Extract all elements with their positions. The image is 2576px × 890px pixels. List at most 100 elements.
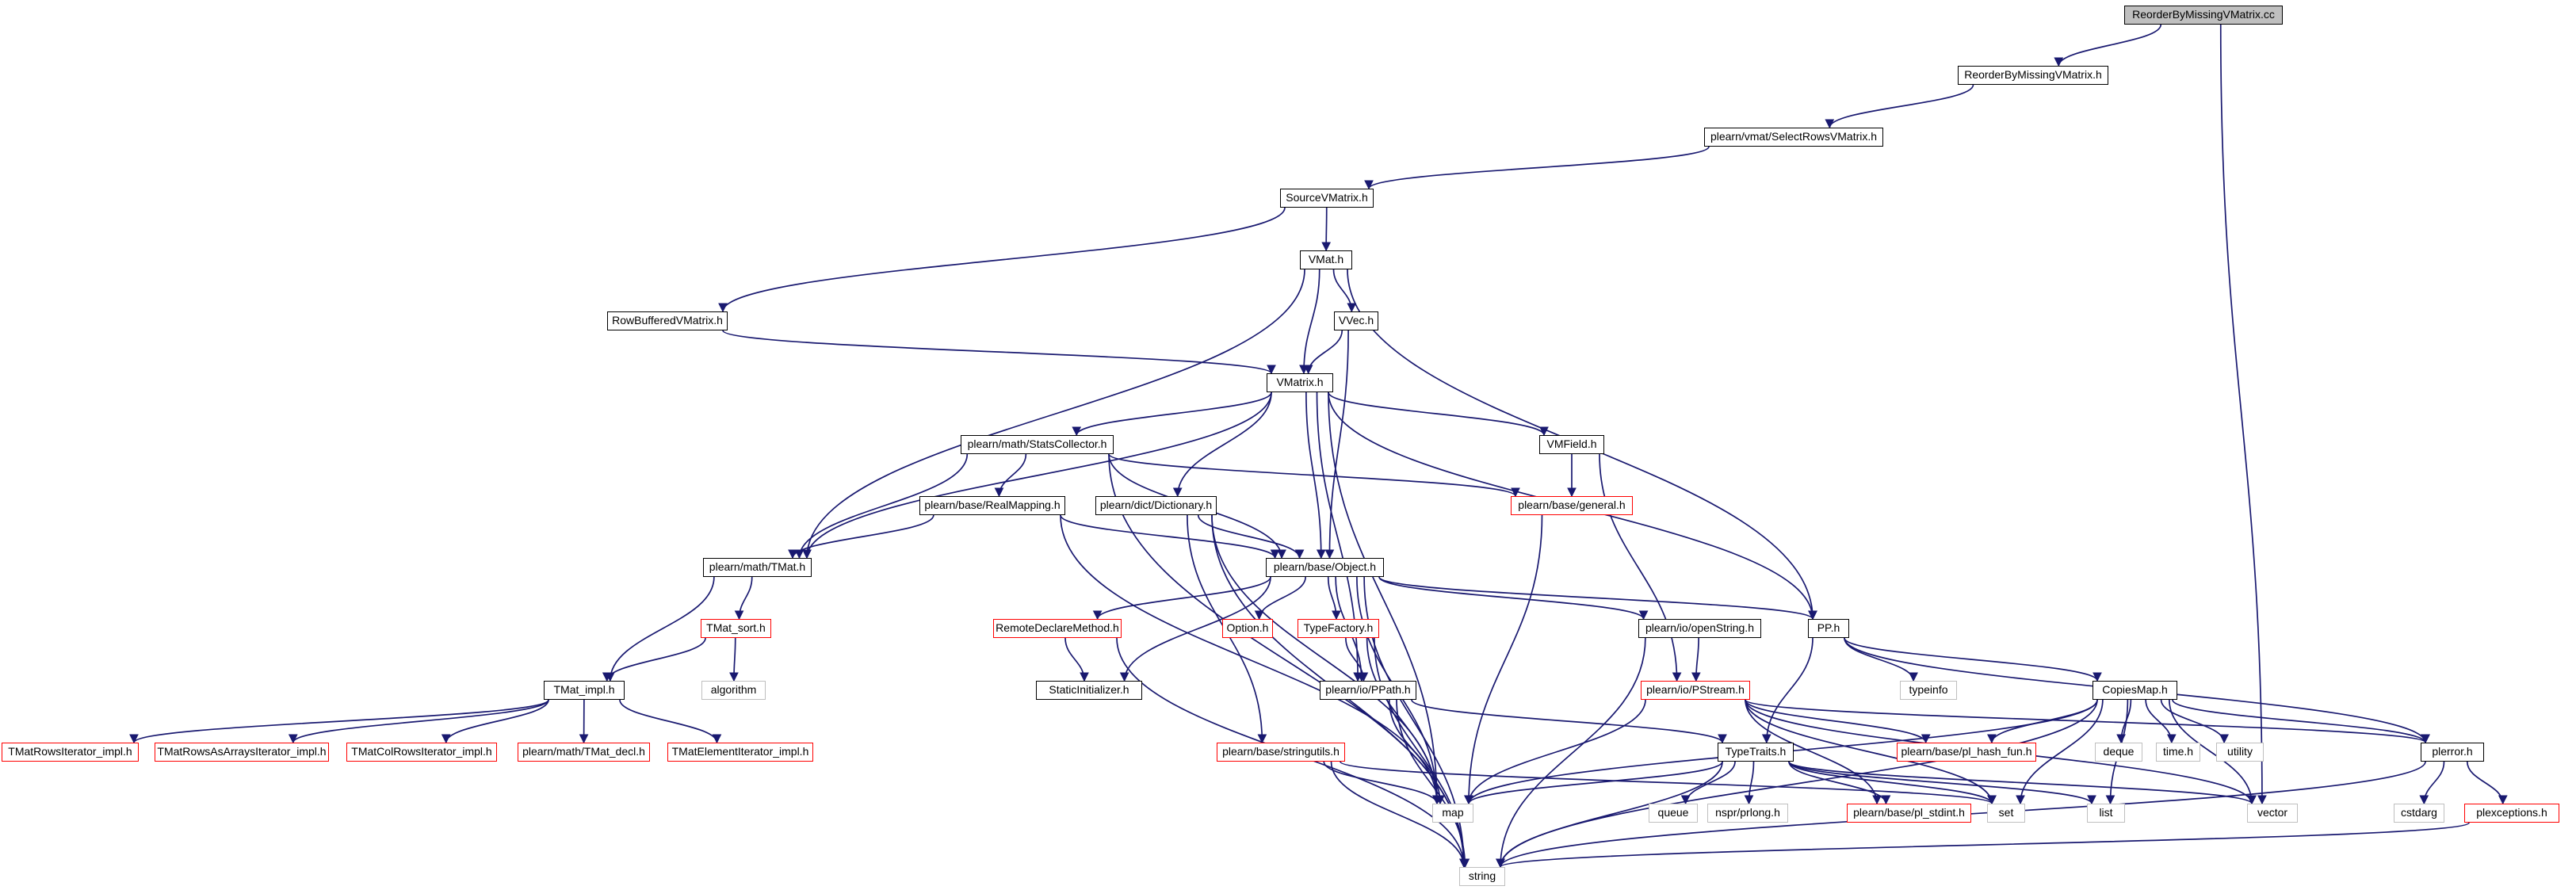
node-remotedeclare[interactable]: RemoteDeclareMethod.h xyxy=(993,619,1122,638)
edge-rowbuffered-to-vmatrix xyxy=(722,330,1276,375)
edge-tmat_impl-to-coliter xyxy=(441,699,549,744)
edge-reorder_h-to-selectrows xyxy=(1825,84,1974,129)
node-pl-stdint[interactable]: plearn/base/pl_stdint.h xyxy=(1847,804,1971,823)
node-algorithm: algorithm xyxy=(701,681,766,700)
edge-vmatrix-to-tmat xyxy=(802,392,1272,560)
edge-ppath-to-map xyxy=(1388,699,1445,805)
edge-ppath-to-string xyxy=(1396,699,1470,869)
edge-realmapping-to-object xyxy=(1060,514,1280,560)
node-plexceptions[interactable]: plexceptions.h xyxy=(2464,804,2559,823)
edge-stringutils-to-string xyxy=(1330,761,1469,869)
edge-vvec-to-object xyxy=(1324,330,1349,560)
node-openstring[interactable]: plearn/io/openString.h xyxy=(1638,619,1761,638)
node-rowsiter[interactable]: TMatRowsIterator_impl.h xyxy=(2,743,139,762)
node-vvec[interactable]: VVec.h xyxy=(1334,311,1378,330)
node-general[interactable]: plearn/base/general.h xyxy=(1511,496,1633,515)
edge-pstream-to-pl_hash_fun xyxy=(1745,699,1931,744)
edge-ppath-to-typetraits xyxy=(1411,699,1727,744)
edge-object-to-staticinit xyxy=(1119,576,1271,682)
node-reorder-h[interactable]: ReorderByMissingVMatrix.h xyxy=(1958,66,2108,85)
edge-vmat-to-vmatrix xyxy=(1299,269,1320,375)
node-rowbuffered[interactable]: RowBufferedVMatrix.h xyxy=(607,311,728,330)
node-object[interactable]: plearn/base/Object.h xyxy=(1266,558,1384,577)
node-deque: deque xyxy=(2095,743,2142,762)
node-dictionary[interactable]: plearn/dict/Dictionary.h xyxy=(1095,496,1217,515)
edge-plerror-to-cstdarg xyxy=(2419,761,2445,805)
node-typetraits[interactable]: TypeTraits.h xyxy=(1718,743,1794,762)
node-selectrows[interactable]: plearn/vmat/SelectRowsVMatrix.h xyxy=(1704,128,1883,147)
node-pl-hash-fun[interactable]: plearn/base/pl_hash_fun.h xyxy=(1897,743,2036,762)
edge-general-to-map xyxy=(1464,514,1543,805)
edge-statscollector-to-tmat xyxy=(794,453,969,560)
edge-typetraits-to-list xyxy=(1788,761,2096,805)
edge-object-to-option xyxy=(1254,576,1306,621)
edge-selectrows-to-sourcevmatrix xyxy=(1364,146,1710,190)
edge-tmat_impl-to-rowsiter xyxy=(129,699,549,744)
node-option[interactable]: Option.h xyxy=(1222,619,1273,638)
node-nspr: nspr/prlong.h xyxy=(1707,804,1788,823)
node-plerror[interactable]: plerror.h xyxy=(2421,743,2484,762)
node-ppath[interactable]: plearn/io/PPath.h xyxy=(1320,681,1416,700)
node-stringutils[interactable]: plearn/base/stringutils.h xyxy=(1217,743,1345,762)
edge-stringutils-to-set xyxy=(1340,761,1997,805)
edge-plexceptions-to-string xyxy=(1496,822,2470,869)
node-set: set xyxy=(1987,804,2025,823)
node-tmat-impl[interactable]: TMat_impl.h xyxy=(544,681,625,700)
node-tmat[interactable]: plearn/math/TMat.h xyxy=(703,558,812,577)
edge-stringutils-to-map xyxy=(1323,761,1442,805)
edge-realmapping-to-tmat xyxy=(788,514,934,560)
edge-vmatrix-to-statscollector xyxy=(1072,392,1272,437)
edge-vmfield-to-pstream xyxy=(1599,453,1682,682)
node-pstream[interactable]: plearn/io/PStream.h xyxy=(1641,681,1750,700)
edge-pstream-to-map xyxy=(1464,699,1646,805)
edge-vmatrix-to-map xyxy=(1328,392,1442,805)
edge-tmat-to-tmat_sort xyxy=(734,576,753,621)
node-elemiter[interactable]: TMatElementIterator_impl.h xyxy=(667,743,813,762)
edge-dictionary-to-object xyxy=(1197,514,1305,560)
edge-statscollector-to-general xyxy=(1108,453,1520,498)
edge-sourcevmatrix-to-rowbuffered xyxy=(718,207,1286,313)
edge-copiesmap-to-plerror xyxy=(2172,699,2430,744)
edge-pp-to-copiesmap xyxy=(1844,637,2102,682)
edge-copiesmap-to-set xyxy=(2016,699,2104,805)
node-rowsasarrays[interactable]: TMatRowsAsArraysIterator_impl.h xyxy=(155,743,329,762)
edge-copiesmap-to-time xyxy=(2145,699,2177,744)
node-tmat-sort[interactable]: TMat_sort.h xyxy=(701,619,771,638)
edge-vvec-to-vmatrix xyxy=(1303,330,1343,375)
node-utility: utility xyxy=(2216,743,2264,762)
node-typeinfo: typeinfo xyxy=(1900,681,1957,700)
edge-tmat_sort-to-algorithm xyxy=(729,637,739,682)
edge-pp-to-typetraits xyxy=(1761,637,1814,744)
node-staticinit[interactable]: StaticInitializer.h xyxy=(1036,681,1142,700)
node-queue: queue xyxy=(1649,804,1698,823)
node-pp[interactable]: PP.h xyxy=(1808,619,1849,638)
node-coliter[interactable]: TMatColRowsIterator_impl.h xyxy=(346,743,497,762)
edge-object-to-openstring xyxy=(1378,576,1649,621)
edge-typetraits-to-pl_stdint xyxy=(1788,761,1891,805)
edge-pstream-to-pl_stdint xyxy=(1745,699,1882,805)
edge-typefactory-to-ppath xyxy=(1345,637,1369,682)
edge-copiesmap-to-pl_hash_fun xyxy=(1986,699,2098,744)
node-cstdarg: cstdarg xyxy=(2394,804,2444,823)
edge-openstring-to-string xyxy=(1496,637,1646,869)
node-sourcevmatrix[interactable]: SourceVMatrix.h xyxy=(1280,189,1374,208)
edge-remotedeclare-to-staticinit xyxy=(1064,637,1089,682)
edge-vmatrix-to-vmfield xyxy=(1328,392,1549,437)
edge-copiesmap-to-vector xyxy=(2169,699,2257,805)
node-copiesmap[interactable]: CopiesMap.h xyxy=(2093,681,2177,700)
edge-tmat_impl-to-rowsasarrays xyxy=(288,699,549,744)
node-reorder-cc: ReorderByMissingVMatrix.cc xyxy=(2124,6,2283,25)
node-vmatrix[interactable]: VMatrix.h xyxy=(1267,373,1333,392)
edge-object-to-typefactory xyxy=(1327,576,1341,621)
node-typefactory[interactable]: TypeFactory.h xyxy=(1298,619,1379,638)
node-realmapping[interactable]: plearn/base/RealMapping.h xyxy=(919,496,1065,515)
node-statscollector[interactable]: plearn/math/StatsCollector.h xyxy=(961,435,1114,454)
edge-pstream-to-plerror xyxy=(1745,699,2430,744)
node-vmfield[interactable]: VMField.h xyxy=(1539,435,1604,454)
edge-pstream-to-set xyxy=(1745,699,1997,805)
node-vector: vector xyxy=(2247,804,2298,823)
node-tmat-decl[interactable]: plearn/math/TMat_decl.h xyxy=(518,743,650,762)
edge-reorder_cc-to-vector xyxy=(2219,24,2267,805)
node-vmat[interactable]: VMat.h xyxy=(1300,250,1352,269)
